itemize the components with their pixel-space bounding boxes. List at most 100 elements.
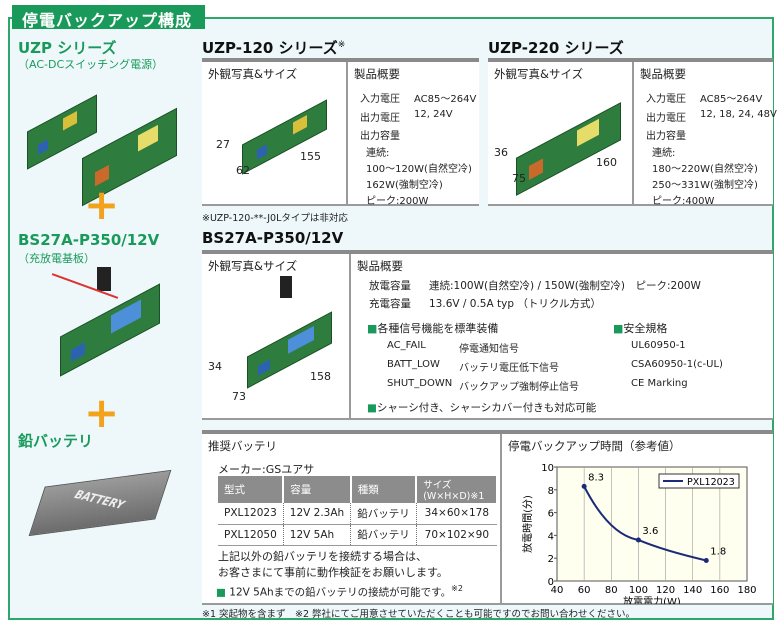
data-point	[581, 483, 587, 489]
legend-box	[658, 473, 740, 489]
dim-height: 36	[494, 146, 508, 159]
signal-desc: バッテリ電圧低下信号	[459, 363, 559, 374]
battery-maker: メーカー:GSユアサ	[218, 463, 315, 476]
y-tick-label: 8	[548, 486, 554, 497]
x-tick-label: 40	[551, 585, 564, 596]
input-voltage-label: 入力電圧	[360, 94, 400, 105]
uzp220-spec-box: 外観写真&サイズ 36 75 160 製品概要 入力電圧 AC85～264V 出…	[488, 58, 777, 207]
x-axis-label: 放電電力(W)	[623, 595, 681, 604]
signal-name: AC_FAIL	[387, 340, 426, 351]
bs27a-connector	[280, 276, 292, 298]
x-tick-label: 160	[710, 585, 729, 596]
output-voltage-label: 出力電圧	[360, 113, 400, 124]
data-label: 1.8	[710, 546, 726, 557]
dim-width: 75	[512, 172, 526, 185]
battery-title: 推奨バッテリ	[208, 439, 277, 453]
data-label: 3.6	[642, 526, 658, 537]
output-voltage: 12, 24V	[414, 109, 453, 120]
capacity-natural: 100～120W(自然空冷)	[366, 164, 472, 175]
capacity-peak: ピーク:400W	[652, 196, 715, 207]
uzp-product-image	[22, 78, 182, 207]
page-title: 停電バックアップ構成	[12, 5, 205, 30]
safety-title: ■安全規格	[613, 322, 668, 335]
data-point	[635, 537, 641, 543]
safety-standard: UL60950-1	[631, 340, 686, 351]
uzp120-spec-box: 外観写真&サイズ 27 62 155 製品概要 入力電圧 AC85～264V 出…	[202, 58, 479, 207]
legend-label: PXL12023	[687, 477, 735, 488]
output-voltage-label: 出力電圧	[646, 113, 686, 124]
dim-height: 27	[216, 138, 230, 151]
y-tick-label: 4	[548, 531, 554, 542]
uzp220-title: UZP-220 シリーズ	[488, 39, 624, 57]
data-label: 8.3	[588, 472, 604, 483]
uzp-series-subtitle: （AC-DCスイッチング電源）	[18, 58, 164, 71]
bs27a-title: BS27A-P350/12V	[202, 229, 344, 247]
signals-title: ■各種信号機能を標準装備	[367, 322, 499, 335]
uzp220-image	[516, 102, 621, 196]
x-tick-label: 180	[737, 585, 756, 596]
dim-height: 34	[208, 360, 222, 373]
chart-title: 停電バックアップ時間（参考値）	[508, 439, 681, 453]
data-point	[703, 557, 709, 563]
input-voltage: AC85～264V	[700, 94, 763, 105]
output-voltage: 12, 18, 24, 48V	[700, 109, 777, 120]
battery-bullet: ■ 12V 5Ahまでの鉛バッテリの接続が可能です。※2	[216, 584, 463, 599]
continuous-label: 連続:	[652, 148, 676, 159]
bs27a-spec-box: 外観写真&サイズ 34 73 158 製品概要 放電容量 連続:100W(自然空…	[202, 250, 773, 420]
chassis-note: ■シャーシ付き、シャーシカバー付きも対応可能	[367, 402, 597, 414]
photo-label: 外観写真&サイズ	[208, 259, 298, 273]
battery-note: お客さまにて事前に動作検証をお願いします。	[218, 566, 448, 579]
dim-length: 158	[310, 370, 331, 383]
y-tick-label: 2	[548, 554, 554, 565]
overview-label: 製品概要	[640, 67, 686, 81]
overview-label: 製品概要	[354, 67, 400, 81]
signal-name: BATT_LOW	[387, 359, 440, 370]
capacity-label: 出力容量	[360, 131, 400, 142]
battery-note: 上記以外の鉛バッテリを接続する場合は、	[218, 550, 427, 563]
continuous-label: 連続:	[366, 148, 390, 159]
footnote: ※1 突起物を含まず ※2 弊社にてご用意させていただくことも可能ですのでお問い…	[202, 609, 636, 620]
x-tick-label: 80	[605, 585, 618, 596]
input-voltage-label: 入力電圧	[646, 94, 686, 105]
photo-label: 外観写真&サイズ	[208, 67, 298, 81]
discharge-label: 放電容量	[369, 280, 411, 292]
uzp120-note: ※UZP-120-**-J0Lタイプは非対応	[202, 213, 348, 224]
plus-icon: +	[84, 180, 120, 229]
capacity-peak: ピーク:200W	[366, 196, 429, 207]
capacity-natural: 180～220W(自然空冷)	[652, 164, 758, 175]
dim-length: 155	[300, 150, 321, 163]
signal-desc: 停電通知信号	[459, 344, 519, 355]
table-header: 型式容量種類サイズ(W×H×D)※1	[218, 476, 498, 503]
x-tick-label: 100	[629, 585, 648, 596]
capacity-label: 出力容量	[646, 131, 686, 142]
input-voltage: AC85～264V	[414, 94, 477, 105]
bs27a-title-left: BS27A-P350/12V	[18, 231, 160, 249]
bs27a-product-image	[40, 265, 180, 377]
capacity-forced: 250～331W(強制空冷)	[652, 180, 758, 191]
y-tick-label: 6	[548, 509, 554, 520]
plus-icon: +	[84, 388, 120, 437]
capacity-forced: 162W(強制空冷)	[366, 180, 443, 191]
signal-name: SHUT_DOWN	[387, 378, 453, 389]
charge-value: 13.6V / 0.5A typ （トリクル方式）	[429, 298, 602, 310]
charge-label: 充電容量	[369, 298, 411, 310]
photo-label: 外観写真&サイズ	[494, 67, 584, 81]
signal-desc: バックアップ強制停止信号	[459, 382, 579, 393]
discharge-value: 連続:100W(自然空冷) / 150W(強制空冷) ピーク:200W	[429, 280, 701, 292]
uzp120-title: UZP-120 シリーズ※	[202, 39, 346, 57]
battery-box: 推奨バッテリ メーカー:GSユアサ 型式容量種類サイズ(W×H×D)※1 PXL…	[202, 430, 773, 605]
dim-length: 160	[596, 156, 617, 169]
y-tick-label: 10	[541, 463, 554, 474]
y-tick-label: 0	[548, 577, 554, 588]
x-tick-label: 60	[578, 585, 591, 596]
overview-label: 製品概要	[357, 259, 403, 273]
battery-title-left: 鉛バッテリ	[18, 432, 94, 450]
safety-standard: CSA60950-1(c-UL)	[631, 359, 723, 370]
y-axis-label: 放電時間(分)	[521, 495, 534, 553]
safety-standard: CE Marking	[631, 378, 688, 389]
